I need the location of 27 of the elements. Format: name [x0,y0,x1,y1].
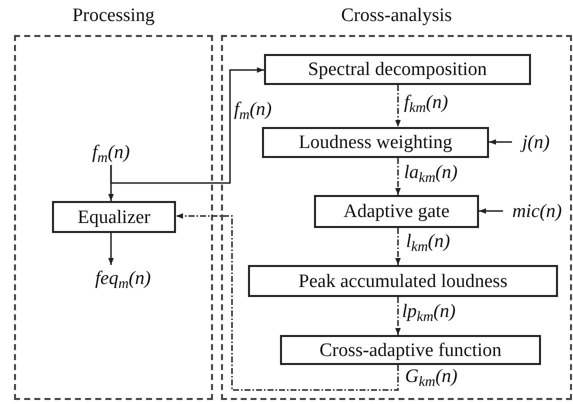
arrow [479,208,503,214]
arrow [110,67,264,184]
edge-label: G$_{km}$(n) [405,367,458,386]
edge-label: la$_{km}$(n) [404,163,458,182]
arrow [395,158,401,195]
process-box: Adaptive gate [314,195,479,228]
process-box: Loudness weighting [262,127,489,158]
arrow [395,297,401,335]
arrow [108,233,114,265]
process-box: Cross-adaptive function [280,335,541,365]
edge-label: f$_{km}$(n) [404,93,448,112]
process-box: Spectral decomposition [264,54,531,85]
arrow [489,139,512,145]
group-heading: Cross-analysis [340,4,453,28]
signal-label: j(n) [512,129,560,156]
process-box: Equalizer [52,201,176,233]
arrow [176,213,399,391]
arrow [395,228,401,265]
signal-label: mic(n) [503,198,571,225]
edge-label: f$_{m}$(n) [234,100,272,119]
signal-label: f$_{m}$(n) [80,140,142,165]
process-box: Peak accumulated loudness [248,265,558,297]
group-heading: Processing [71,4,156,28]
arrow [395,85,401,127]
signal-label: feq$_{m}$(n) [78,265,168,292]
edge-label: lp$_{km}$(n) [402,302,456,321]
edge-label: l$_{km}$(n) [406,232,450,251]
